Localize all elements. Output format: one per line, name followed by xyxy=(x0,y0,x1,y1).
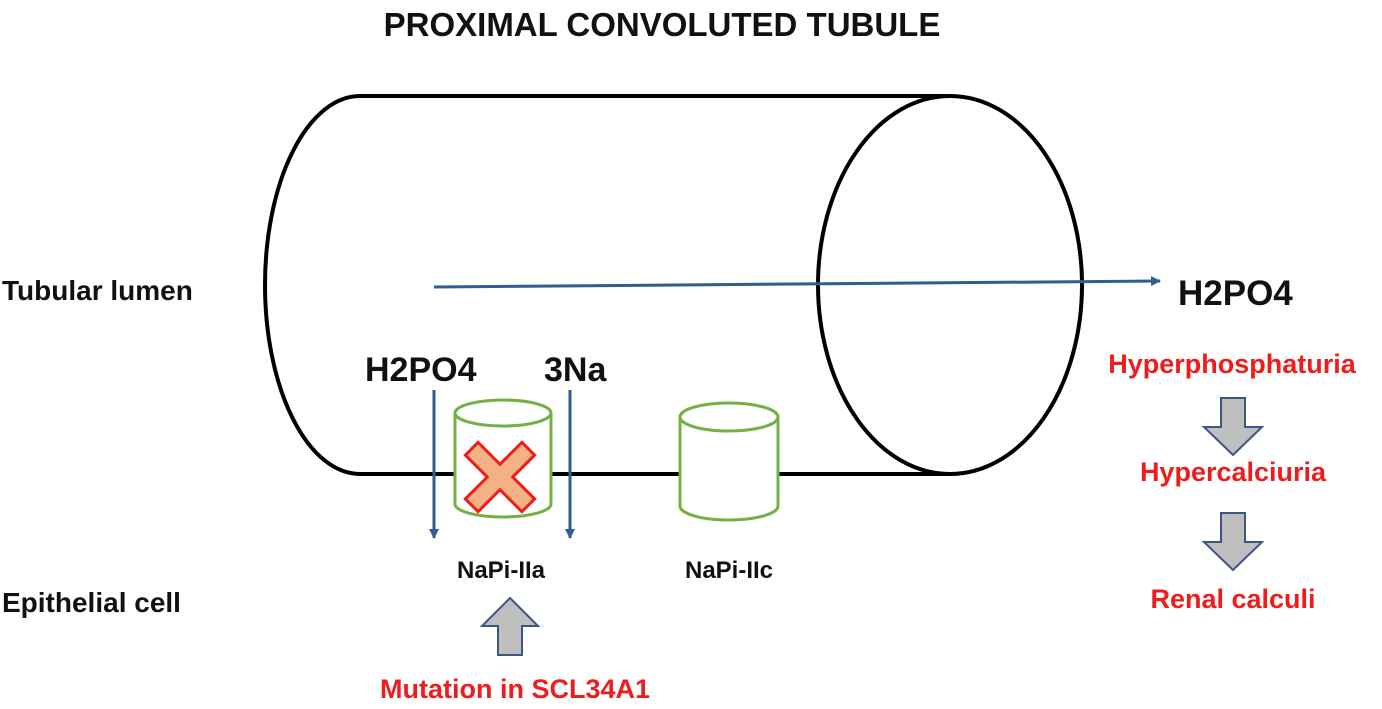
excreted-phosphate-text: H2PO4 xyxy=(1178,274,1293,313)
red-cross-icon xyxy=(463,440,537,514)
lumen-flow-arrow xyxy=(433,276,1161,289)
napi-iia-label: NaPi-IIa xyxy=(457,557,546,584)
napi-iia-cylinder-top xyxy=(453,398,553,428)
consequence-hypercalciuria: Hypercalciuria xyxy=(1140,457,1327,487)
epithelial-cell-label: Epithelial cell xyxy=(2,587,181,618)
grey-up-arrow-icon xyxy=(479,596,541,656)
mutation-label: Mutation in SCL34A1 xyxy=(380,674,650,704)
sodium-ion-label: 3Na xyxy=(544,351,607,389)
diagram-title: PROXIMAL CONVOLUTED TUBULE xyxy=(384,6,941,43)
tubular-lumen-label: Tubular lumen xyxy=(2,275,193,306)
napi-iic-transporter xyxy=(678,401,780,522)
excreted-phosphate-label: H2PO4 xyxy=(1178,274,1293,313)
napi-iic-cylinder-top xyxy=(678,401,780,433)
consequence-renal-calculi: Renal calculi xyxy=(1150,584,1315,614)
tubule-end-face xyxy=(816,94,1084,476)
phosphate-ion-label: H2PO4 xyxy=(365,351,477,389)
napi-iic-cylinder-body xyxy=(678,417,780,522)
consequence-hyperphosphaturia: Hyperphosphaturia xyxy=(1108,349,1357,379)
napi-iic-label: NaPi-IIc xyxy=(685,557,773,584)
grey-down-arrow-icon xyxy=(1201,512,1265,572)
napi-iia-transporter xyxy=(453,398,553,519)
grey-down-arrow-icon xyxy=(1201,397,1265,457)
